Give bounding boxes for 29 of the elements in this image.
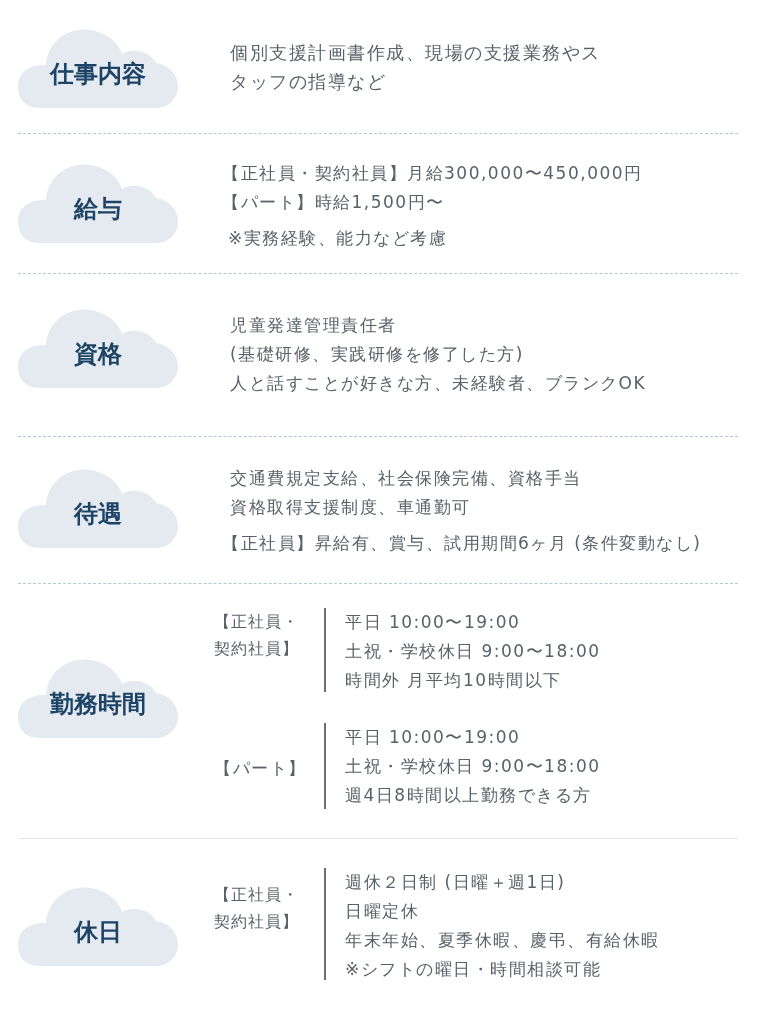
text-line: 資格取得支援制度、車通勤可 xyxy=(230,496,471,519)
heading-text: 休日 xyxy=(72,917,123,947)
heading-text: 待遇 xyxy=(72,499,123,529)
heading-text: 勤務時間 xyxy=(49,689,147,719)
text-line: 【正社員・契約社員】 xyxy=(214,884,300,933)
text-line: 人と話すことが好きな方、未経験者、ブランクOK xyxy=(230,372,647,395)
text-line: 年末年始、夏季休暇、慶弔、有給休暇 xyxy=(345,929,660,952)
text-line: 平日 10:00〜19:00 xyxy=(345,726,521,749)
text-line: 土祝・学校休日 9:00〜18:00 xyxy=(345,755,601,778)
text-line: 交通費規定支給、社会保険完備、資格手当 xyxy=(230,467,582,490)
text-line: 【正社員・契約社員】 xyxy=(214,611,300,660)
text-line: 週休２日制 (日曜＋週1日) xyxy=(345,871,566,894)
heading-text: 給与 xyxy=(72,194,123,224)
text-line: 【正社員・契約社員】月給300,000〜450,000円 xyxy=(222,162,643,185)
text-line: ※シフトの曜日・時間相談可能 xyxy=(345,958,602,981)
heading-text: 資格 xyxy=(73,339,123,369)
text-line: 日曜定休 xyxy=(345,900,419,923)
text-line: 【正社員】昇給有、賞与、試用期間6ヶ月 (条件変動なし) xyxy=(222,532,702,555)
text-line: 【パート】 xyxy=(214,757,307,780)
text-line: 週4日8時間以上勤務できる方 xyxy=(345,784,592,807)
text-line: 児童発達管理責任者 xyxy=(230,314,397,337)
text-line: 時間外 月平均10時間以下 xyxy=(345,669,562,692)
text-line: 【パート】時給1,500円〜 xyxy=(222,191,445,214)
text-line: (基礎研修、実践研修を修了した方) xyxy=(230,343,524,366)
heading-text: 仕事内容 xyxy=(48,59,147,89)
text-line: ※実務経験、能力など考慮 xyxy=(228,227,448,250)
text-line: 土祝・学校休日 9:00〜18:00 xyxy=(345,640,601,663)
text-line: 平日 10:00〜19:00 xyxy=(345,611,521,634)
text-line: 個別支援計画書作成、現場の支援業務やスタッフの指導など xyxy=(230,41,602,94)
